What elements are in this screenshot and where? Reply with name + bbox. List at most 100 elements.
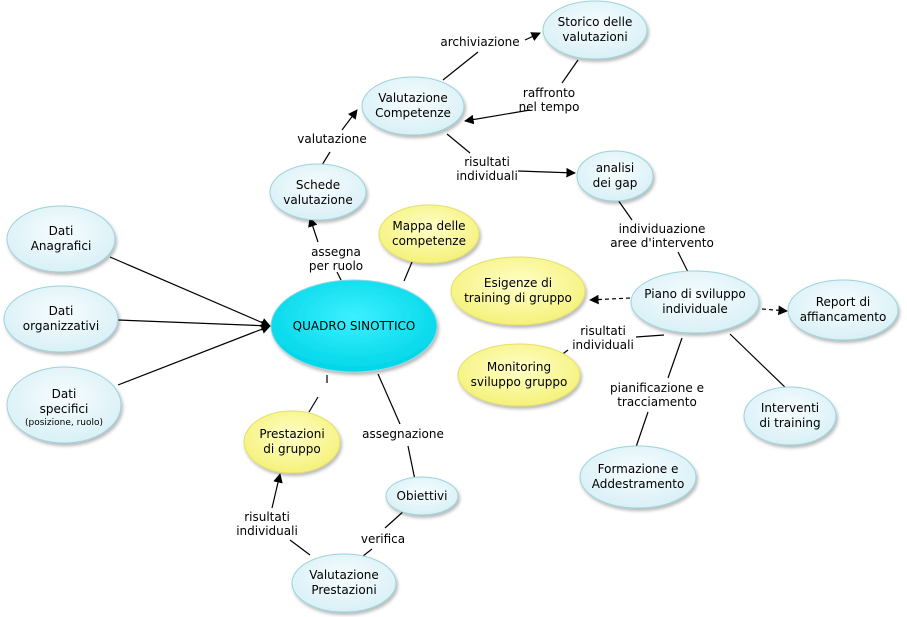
connector-line [729,333,791,393]
link-labels: archiviazione raffronto nel tempo valuta… [236,35,714,546]
svg-text:Esigenze di: Esigenze di [484,276,552,290]
node-prestazioni-gruppo[interactable]: Prestazioni di gruppo [243,410,341,474]
link-label-risultati-individuali: risultati individuali [456,155,518,183]
svg-text:Piano di sviluppo: Piano di sviluppo [644,287,745,301]
connector-line [561,59,579,84]
connector-line [635,334,665,338]
svg-text:(posizione, ruolo): (posizione, ruolo) [25,418,103,428]
connector-arrow [589,294,631,305]
connector-line [377,373,401,425]
link-label-archiviazione: archiviazione [440,35,519,49]
connector-arrow [308,217,319,243]
connector-line [667,337,683,379]
svg-text:Storico delle: Storico delle [558,15,633,29]
node-schede-valutazione[interactable]: Schede valutazione [269,163,367,221]
svg-text:assegna: assegna [311,245,361,259]
link-label-verifica: verifica [361,532,405,546]
node-storico-valutazioni[interactable]: Storico delle valutazioni [542,0,648,60]
link-label-risultati-individuali: risultati individuali [236,510,298,538]
connector-line [677,251,689,273]
node-dati-anagrafici[interactable]: Dati Anagrafici [6,205,116,273]
svg-text:analisi: analisi [596,161,635,175]
connector-arrow [517,167,576,178]
svg-text:QUADRO SINOTTICO: QUADRO SINOTTICO [293,319,416,333]
svg-text:Dati: Dati [52,387,77,401]
connector-line [446,133,471,154]
svg-text:Prestazioni: Prestazioni [259,427,324,441]
svg-text:valutazione: valutazione [283,193,352,207]
node-report-affiancamento[interactable]: Report di affiancamento [787,279,899,341]
connector-arrow [761,305,788,316]
svg-text:Obiettivi: Obiettivi [397,489,448,503]
svg-text:organizzativi: organizzativi [23,319,99,333]
svg-text:nel tempo: nel tempo [519,100,580,114]
svg-text:di gruppo: di gruppo [263,442,321,456]
connector-arrow [464,109,531,125]
node-mappa-competenze[interactable]: Mappa delle competenze [378,204,480,264]
link-label-assegna: assegna per ruolo [309,245,363,273]
svg-text:sviluppo gruppo: sviluppo gruppo [471,375,568,389]
svg-text:Schede: Schede [296,178,340,192]
connector-arrow [341,109,358,131]
connector-arrow [117,324,271,386]
svg-text:Mappa delle: Mappa delle [392,219,465,233]
link-label-risultati-individuali: risultati individuali [572,324,634,352]
connector-line [407,445,416,481]
svg-text:Valutazione: Valutazione [309,568,379,582]
node-dati-specifici[interactable]: Dati specifici (posizione, ruolo) [6,366,122,444]
node-valutazione-competenze[interactable]: Valutazione Competenze [361,76,465,136]
node-piano-sviluppo[interactable]: Piano di sviluppo individuale [630,270,760,334]
svg-text:competenze: competenze [392,234,466,248]
svg-text:risultati: risultati [580,324,626,338]
svg-text:Interventi: Interventi [761,401,819,415]
svg-text:Prestazioni: Prestazioni [311,583,376,597]
connector-arrow [524,32,541,42]
connector-line [635,411,649,448]
connector-line [442,51,479,81]
connectors [109,32,791,561]
link-label-pianificazione: pianificazione e tracciamento [610,381,704,409]
svg-text:training di gruppo: training di gruppo [464,291,572,305]
svg-text:individuali: individuali [236,524,298,538]
connector-arrow [117,319,271,331]
connector-arrow [271,473,283,509]
node-analisi-gap[interactable]: analisi dei gap [576,150,654,202]
node-formazione[interactable]: Formazione e Addestramento [579,445,697,509]
svg-text:di training: di training [759,416,820,430]
node-dati-organizzativi[interactable]: Dati organizzativi [3,285,119,353]
link-label-assegnazione: assegnazione [362,427,444,441]
connector-line [308,396,319,413]
connector-line [289,539,311,556]
connector-line [617,199,633,221]
svg-text:specifici: specifici [40,402,89,416]
connector-line [384,509,406,529]
svg-text:individuazione: individuazione [619,222,706,236]
svg-text:risultati: risultati [244,510,290,524]
svg-text:Dati: Dati [49,224,74,238]
link-label-valutazione: valutazione [297,132,366,146]
svg-text:Addestramento: Addestramento [592,477,685,491]
svg-text:per ruolo: per ruolo [309,259,363,273]
link-label-individuazione: individuazione aree d'intervento [610,222,714,250]
svg-text:raffronto: raffronto [523,86,575,100]
svg-text:individuali: individuali [572,338,634,352]
node-esigenze-training[interactable]: Esigenze di training di gruppo [450,256,586,326]
svg-text:Report di: Report di [816,295,871,309]
svg-text:valutazioni: valutazioni [562,30,627,44]
node-quadro-sinottico[interactable]: QUADRO SINOTTICO [270,279,438,373]
svg-text:individuale: individuale [662,302,728,316]
node-monitoring[interactable]: Monitoring sviluppo gruppo [457,343,581,407]
node-obiettivi[interactable]: Obiettivi [385,476,459,516]
connector-line [321,151,331,166]
svg-text:Valutazione: Valutazione [378,91,448,105]
connector-arrow [109,256,271,327]
node-valutazione-prestazioni[interactable]: Valutazione Prestazioni [291,553,397,613]
svg-text:Dati: Dati [49,304,74,318]
svg-text:individuali: individuali [456,169,518,183]
svg-text:dei gap: dei gap [593,176,638,190]
node-interventi-training[interactable]: Interventi di training [743,386,837,446]
svg-text:affiancamento: affiancamento [800,310,887,324]
svg-text:tracciamento: tracciamento [617,395,697,409]
svg-text:aree d'intervento: aree d'intervento [610,236,714,250]
